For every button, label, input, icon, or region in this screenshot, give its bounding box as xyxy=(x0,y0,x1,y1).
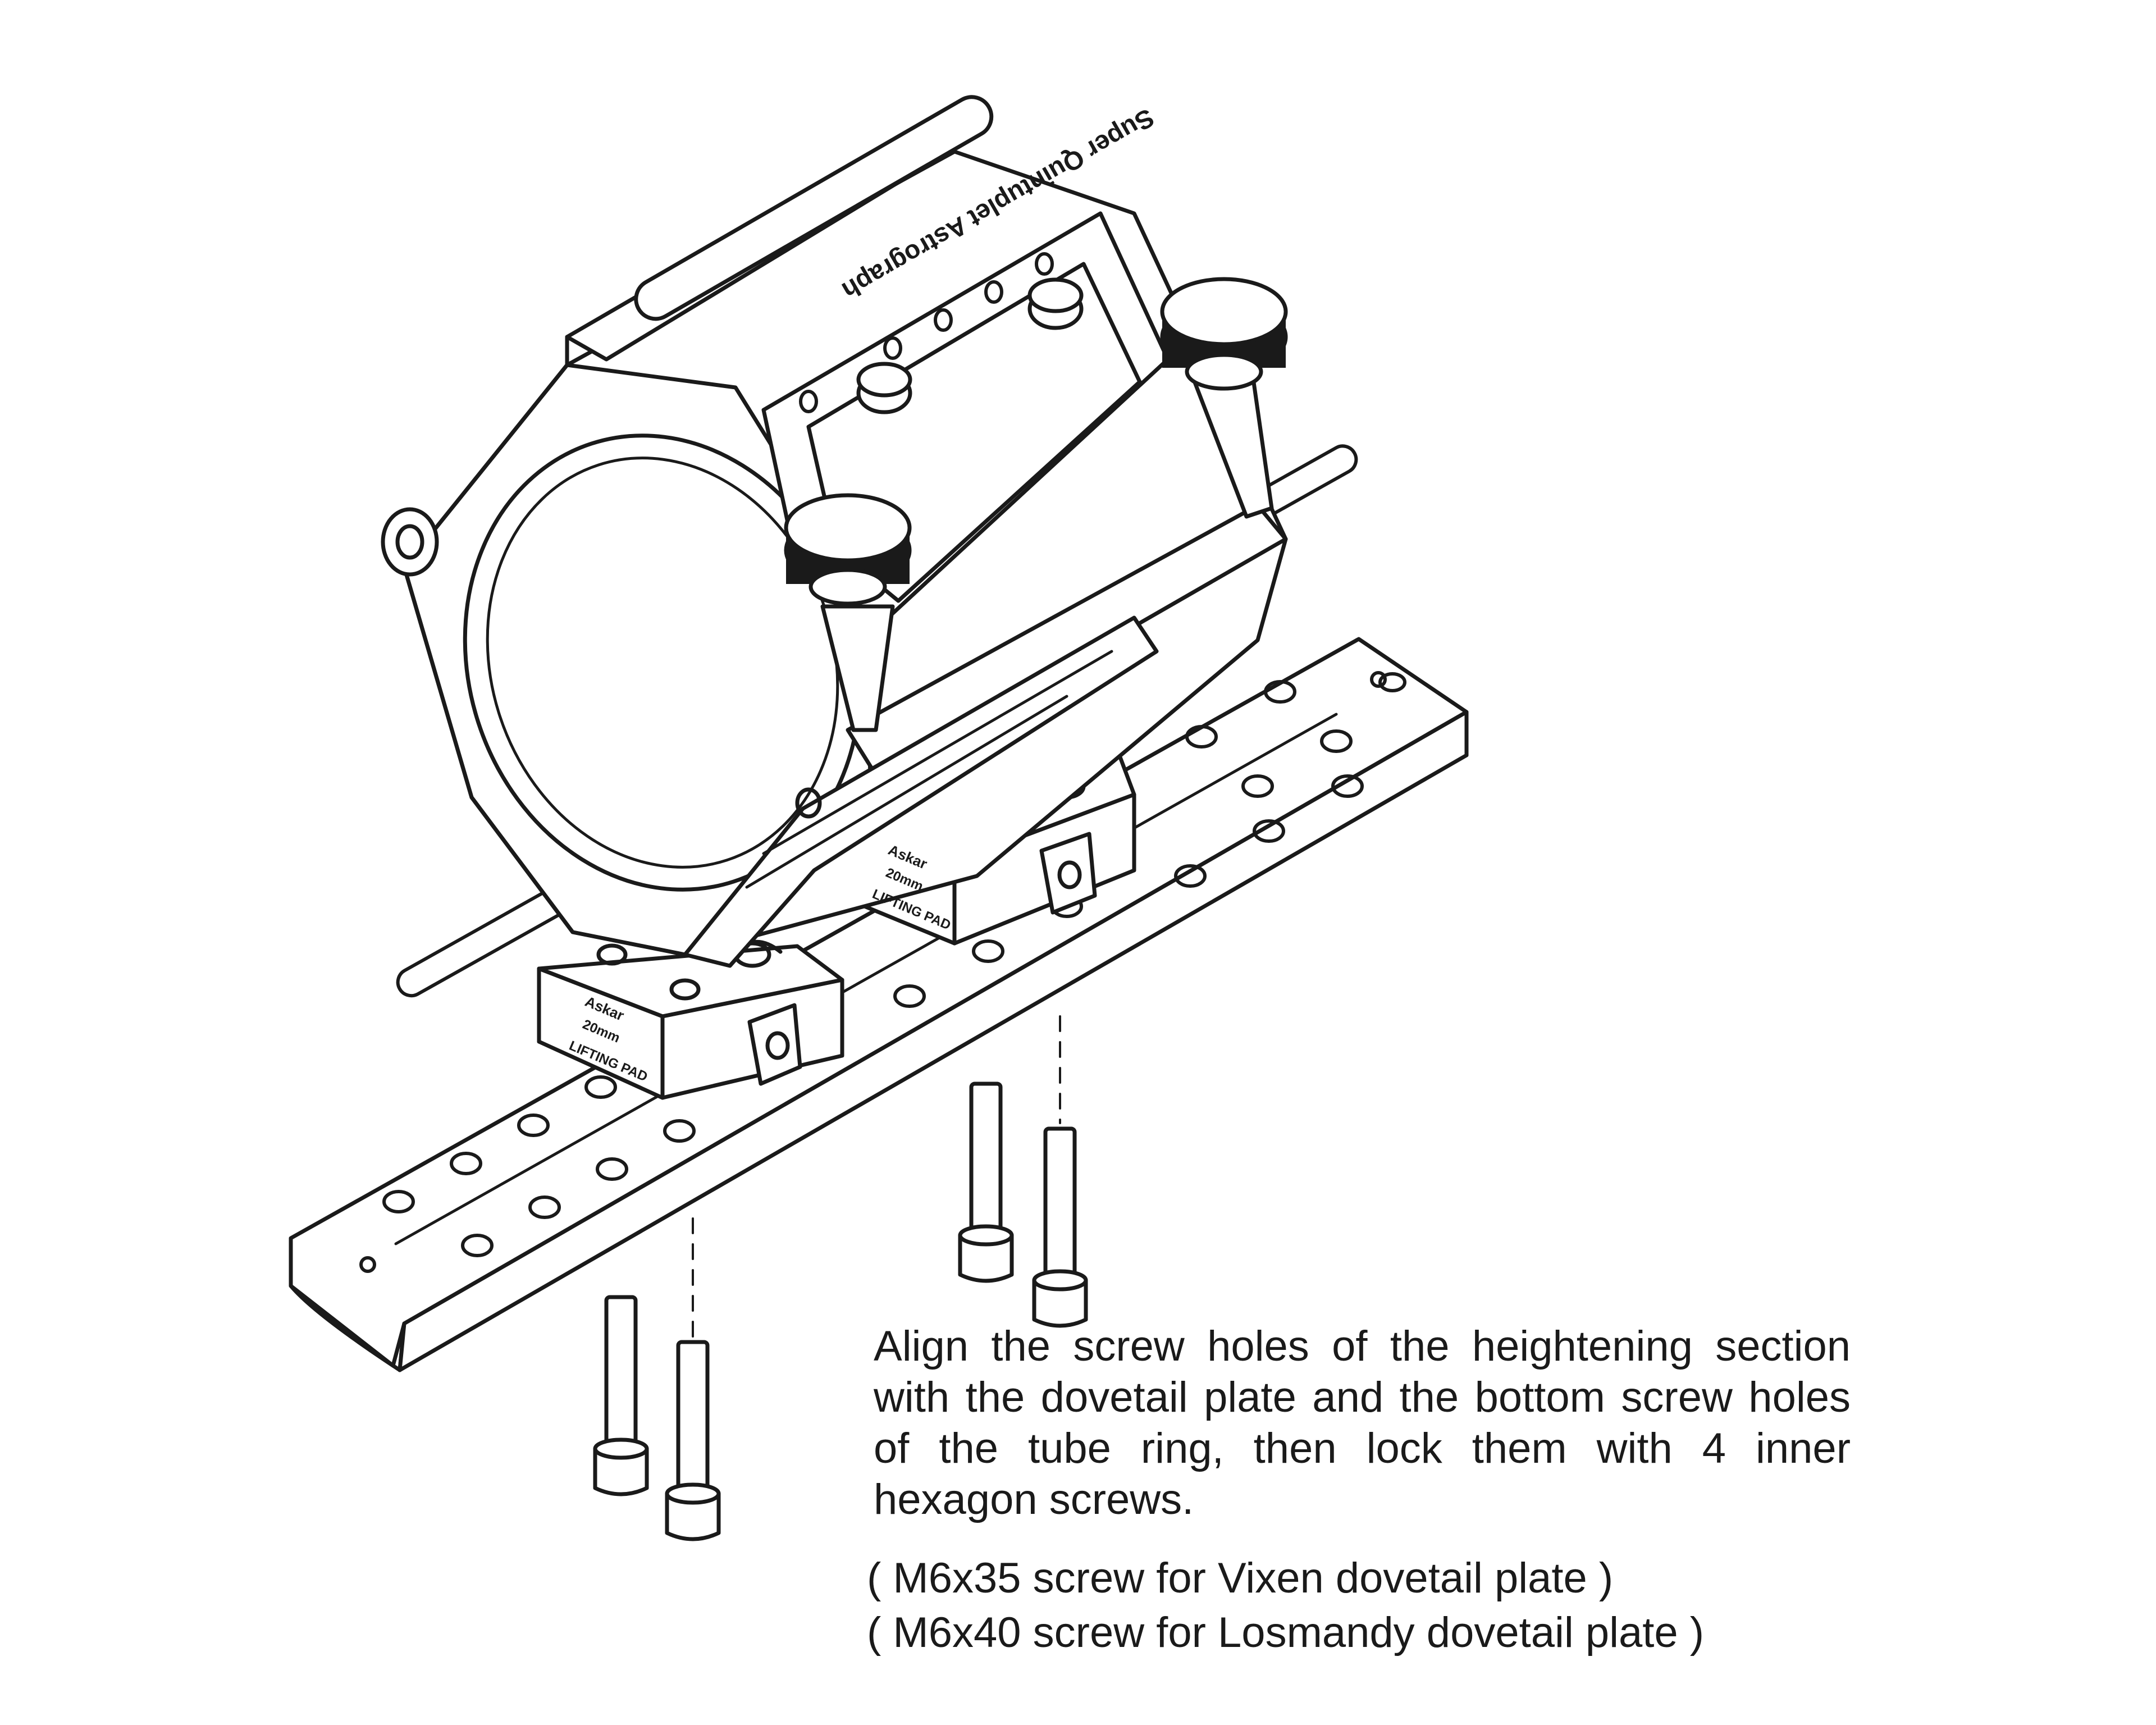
dovetail-plate xyxy=(289,444,1469,1372)
hex-screw xyxy=(593,1295,649,1496)
lifting-pad-front xyxy=(537,939,844,1100)
hex-screw xyxy=(665,1340,721,1541)
instruction-text: Align the screw holes of the heightening… xyxy=(874,1322,1851,1523)
alignment-guides xyxy=(692,1015,1061,1338)
clamp-knob-right xyxy=(1160,277,1288,519)
note-vixen: ( M6x35 screw for Vixen dovetail plate ) xyxy=(867,1554,1614,1602)
hex-screw xyxy=(958,1081,1014,1283)
hex-screw xyxy=(1032,1126,1088,1328)
screw-notes: ( M6x35 screw for Vixen dovetail plate )… xyxy=(867,1551,1704,1660)
clamp-knob-left xyxy=(784,493,912,732)
note-losmandy: ( M6x40 screw for Losmandy dovetail plat… xyxy=(867,1609,1705,1656)
plate-hole-row xyxy=(359,671,1406,1273)
